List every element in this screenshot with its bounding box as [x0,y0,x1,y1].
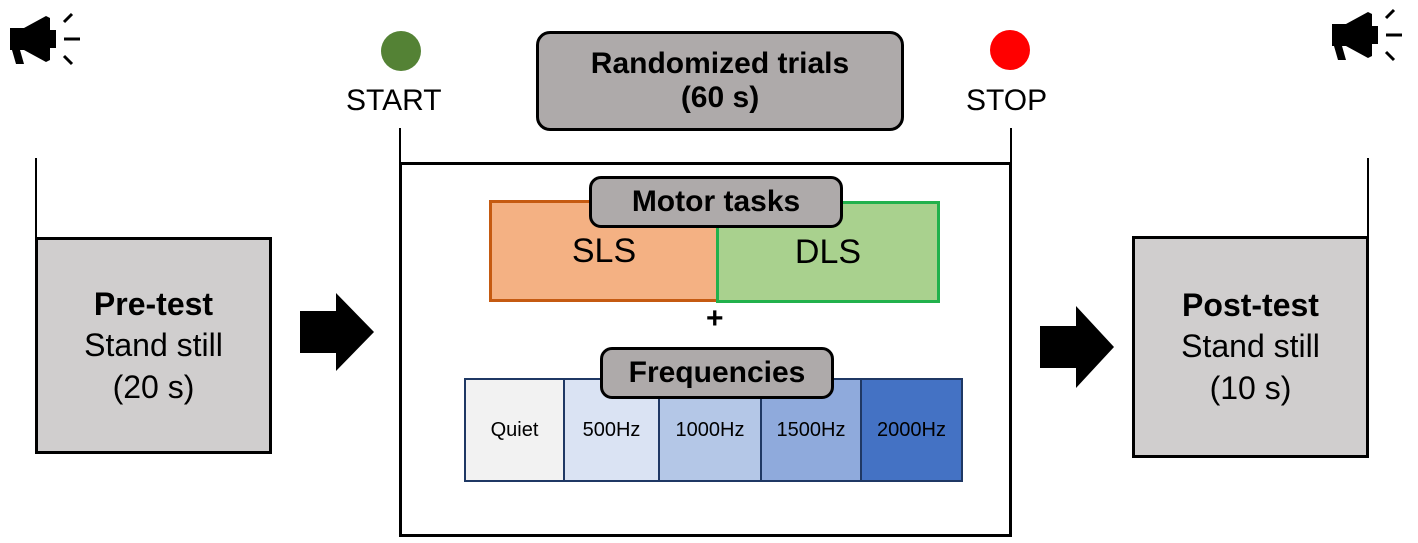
start-connector [399,128,401,164]
motor-tasks-header: Motor tasks [589,176,843,228]
motor-tasks-title: Motor tasks [631,185,801,218]
frequency-label: Quiet [490,418,539,441]
stop-connector [1010,128,1012,164]
post-test-duration: (10 s) [1209,370,1292,406]
stop-indicator [990,30,1030,70]
right-arrow-icon [300,293,374,371]
pre-test-description: Stand still [84,326,223,363]
task-sls-label: SLS [571,231,637,270]
trials-frame [399,162,1012,537]
post-test-description: Stand still [1181,328,1320,364]
start-label: START [346,84,442,117]
randomized-trials-title: Randomized trials [590,47,850,80]
frequencies-title: Frequencies [628,356,806,389]
frequency-cell: Quiet [464,378,565,482]
pre-test-duration: (20 s) [112,368,195,405]
task-dls-label: DLS [794,232,862,271]
frequency-label: 500Hz [582,418,641,441]
start-indicator [381,31,421,71]
plus-sign: + [706,302,724,335]
frequency-label: 2000Hz [877,418,946,441]
post-test-box: Post-test Stand still (10 s) [1132,236,1369,458]
post-test-connector [1367,158,1369,240]
pre-test-box: Pre-test Stand still (20 s) [35,237,272,454]
megaphone-icon [1332,8,1402,62]
pre-test-connector [35,158,37,240]
stop-label: STOP [966,84,1048,117]
post-test-title: Post-test [1182,287,1319,323]
frequency-label: 1000Hz [675,418,745,441]
right-arrow-icon [1040,306,1114,388]
randomized-trials-box: Randomized trials (60 s) [536,31,904,131]
pre-test-title: Pre-test [93,285,214,322]
frequencies-header: Frequencies [600,347,834,399]
randomized-trials-duration: (60 s) [680,81,760,114]
frequency-label: 1500Hz [776,418,846,441]
megaphone-icon [10,12,80,66]
frequency-cell: 2000Hz [860,378,963,482]
